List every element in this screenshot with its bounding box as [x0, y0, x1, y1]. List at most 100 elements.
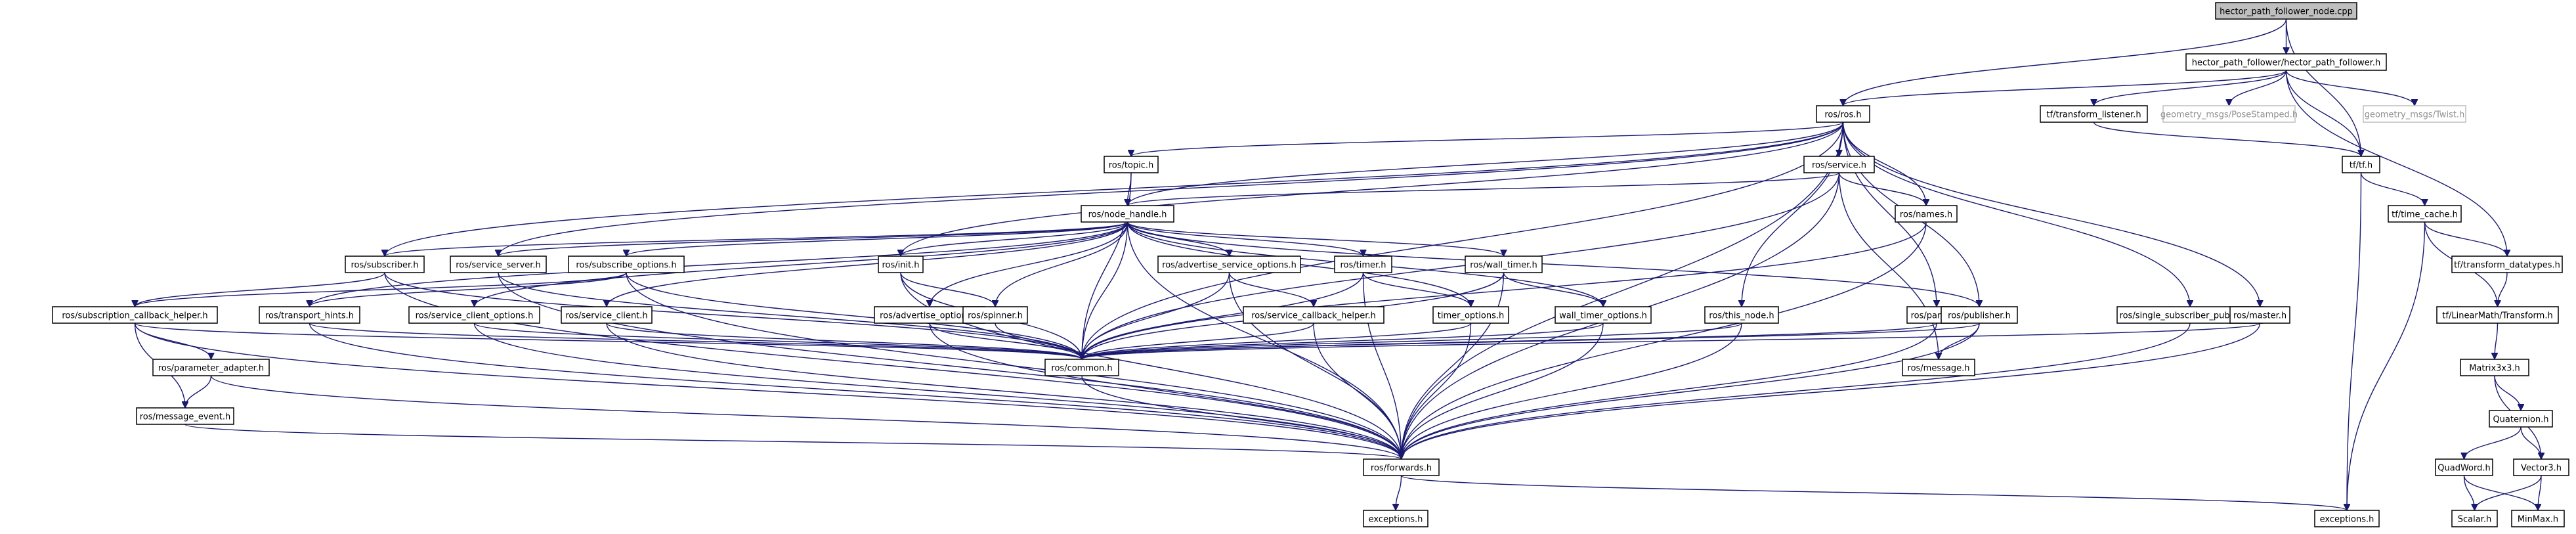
node-hpf[interactable]: hector_path_follower/hector_path_followe…: [2185, 53, 2387, 71]
node-master[interactable]: ros/master.h: [2229, 306, 2290, 324]
node-label: Scalar.h: [2458, 515, 2491, 525]
node-box: [2451, 510, 2498, 527]
node-service[interactable]: ros/service.h: [1803, 156, 1875, 173]
node-subcbhelper[interactable]: ros/subscription_callback_helper.h: [52, 306, 218, 324]
node-srvclient[interactable]: ros/service_client.h: [561, 306, 653, 324]
node-label: geometry_msgs/Twist.h: [2365, 110, 2465, 120]
edge-root-to-rosros: [1843, 18, 2287, 106]
node-box: [1334, 256, 1392, 273]
node-lmtransform[interactable]: tf/LinearMath/Transform.h: [2436, 306, 2559, 324]
edge-rosros-to-common: [1082, 122, 1844, 359]
node-thisnode[interactable]: ros/this_node.h: [1704, 306, 1779, 324]
node-walltimer[interactable]: ros/wall_timer.h: [1465, 256, 1543, 273]
node-label: hector_path_follower_node.cpp: [2220, 7, 2353, 17]
node-box: [1044, 359, 1119, 376]
node-label: ros/transport_hints.h: [265, 311, 354, 321]
node-root[interactable]: hector_path_follower_node.cpp: [2215, 2, 2357, 20]
node-names[interactable]: ros/names.h: [1895, 205, 1958, 223]
edge-spinner-to-common: [995, 323, 1082, 360]
edge-nodehandle-to-srvclient: [607, 221, 1128, 307]
edge-nodehandle-to-publisher: [1127, 221, 1980, 307]
node-minmax[interactable]: MinMax.h: [2511, 510, 2565, 527]
node-init[interactable]: ros/init.h: [878, 256, 924, 273]
node-label: tf/transform_datatypes.h: [2454, 261, 2560, 271]
node-label: ros/service.h: [1812, 161, 1866, 171]
edge-subcbhelper-to-forwards: [134, 323, 1402, 459]
node-transporthints[interactable]: ros/transport_hints.h: [259, 306, 360, 324]
node-timecache[interactable]: tf/time_cache.h: [2388, 205, 2462, 223]
node-message[interactable]: ros/message.h: [1902, 359, 1975, 376]
edge-hpf-to-rosros: [1843, 70, 2287, 106]
node-box: [2363, 105, 2466, 123]
node-common[interactable]: ros/common.h: [1044, 359, 1119, 376]
node-quaternion[interactable]: Quaternion.h: [2489, 410, 2553, 428]
node-vector3[interactable]: Vector3.h: [2513, 458, 2569, 476]
edge-publisher-to-forwards: [1402, 323, 1980, 459]
node-nodehandle[interactable]: ros/node_handle.h: [1081, 205, 1174, 223]
edge-hpf-to-tfdatatypes: [2285, 70, 2508, 256]
node-rosros[interactable]: ros/ros.h: [1816, 105, 1870, 123]
node-exceptions1[interactable]: exceptions.h: [1363, 510, 1428, 527]
edge-timecache-to-exceptions2: [2347, 221, 2426, 510]
node-topic[interactable]: ros/topic.h: [1104, 156, 1159, 173]
node-srvclientopts[interactable]: ros/service_client_options.h: [408, 306, 540, 324]
node-box: [878, 256, 924, 273]
edge-master-to-forwards: [1402, 323, 2261, 459]
node-publisher[interactable]: ros/publisher.h: [1941, 306, 2018, 324]
node-paramadapter[interactable]: ros/parameter_adapter.h: [152, 359, 270, 376]
node-forwards[interactable]: ros/forwards.h: [1363, 458, 1440, 476]
node-walltimeropts[interactable]: wall_timer_options.h: [1555, 306, 1652, 324]
edge-vector3-to-scalar: [2475, 475, 2542, 511]
node-spinner[interactable]: ros/spinner.h: [962, 306, 1028, 324]
node-box: [152, 359, 270, 376]
node-msgevent[interactable]: ros/message_event.h: [136, 407, 234, 425]
edge-subopts-to-subcbhelper: [135, 272, 627, 307]
edge-subscriber-to-common: [384, 272, 1082, 360]
edge-advsrvopts-to-srvcbhelper: [1228, 272, 1314, 307]
edge-common-to-forwards: [1081, 375, 1402, 459]
edge-rosros-to-thisnode: [1742, 122, 1844, 307]
edge-timer-to-forwards: [1362, 272, 1402, 459]
node-servicesrv[interactable]: ros/service_server.h: [450, 256, 547, 273]
node-scalar[interactable]: Scalar.h: [2451, 510, 2498, 527]
edge-walltimeropts-to-common: [1082, 323, 1604, 360]
node-box: [1941, 306, 2018, 324]
node-gmpose[interactable]: geometry_msgs/PoseStamped.h: [2160, 105, 2298, 123]
edge-init-to-spinner: [900, 272, 995, 307]
edge-subopts-to-common: [626, 272, 1082, 359]
node-box: [2162, 105, 2296, 123]
node-quadword[interactable]: QuadWord.h: [2435, 458, 2493, 476]
node-subopts[interactable]: ros/subscribe_options.h: [568, 256, 685, 273]
node-matrix[interactable]: Matrix3x3.h: [2460, 359, 2529, 376]
node-srvcbhelper[interactable]: ros/service_callback_helper.h: [1243, 306, 1385, 324]
edge-forwards-to-exceptions2: [1400, 475, 2348, 511]
edge-timecache-to-tfdatatypes: [2424, 221, 2508, 257]
node-gmtwist[interactable]: geometry_msgs/Twist.h: [2363, 105, 2466, 123]
node-timer[interactable]: ros/timer.h: [1334, 256, 1392, 273]
node-tfdatatypes[interactable]: tf/transform_datatypes.h: [2451, 256, 2563, 273]
node-label: ros/parameter_adapter.h: [158, 364, 264, 374]
node-label: ros/advertise_service_options.h: [1162, 261, 1297, 271]
edge-servicesrv-to-forwards: [498, 272, 1402, 459]
node-box: [1104, 156, 1159, 173]
node-label: ros/master.h: [2233, 311, 2286, 321]
node-exceptions2[interactable]: exceptions.h: [2314, 510, 2380, 527]
node-timeropts[interactable]: timer_options.h: [1432, 306, 1509, 324]
node-label: ros/message.h: [1908, 364, 1970, 374]
node-tftf[interactable]: tf/tf.h: [2342, 156, 2380, 173]
edge-nodehandle-to-srvclientopts: [475, 221, 1128, 307]
node-box: [1157, 256, 1301, 273]
node-tflistener[interactable]: tf/transform_listener.h: [2040, 105, 2148, 123]
node-box: [1363, 458, 1440, 476]
node-label: MinMax.h: [2518, 515, 2558, 525]
node-box: [561, 306, 653, 324]
node-subscriber[interactable]: ros/subscriber.h: [345, 256, 425, 273]
node-box: [2388, 205, 2462, 223]
edge-nodehandle-to-subopts: [626, 221, 1128, 257]
edge-names-to-forwards: [1402, 221, 1927, 459]
node-advsrvopts[interactable]: ros/advertise_service_options.h: [1157, 256, 1301, 273]
node-box: [345, 256, 425, 273]
edge-srvclientopts-to-common: [473, 323, 1083, 360]
node-label: timer_options.h: [1438, 311, 1504, 321]
nodes-layer: hector_path_follower_node.cpp hector_path…: [52, 2, 2569, 527]
